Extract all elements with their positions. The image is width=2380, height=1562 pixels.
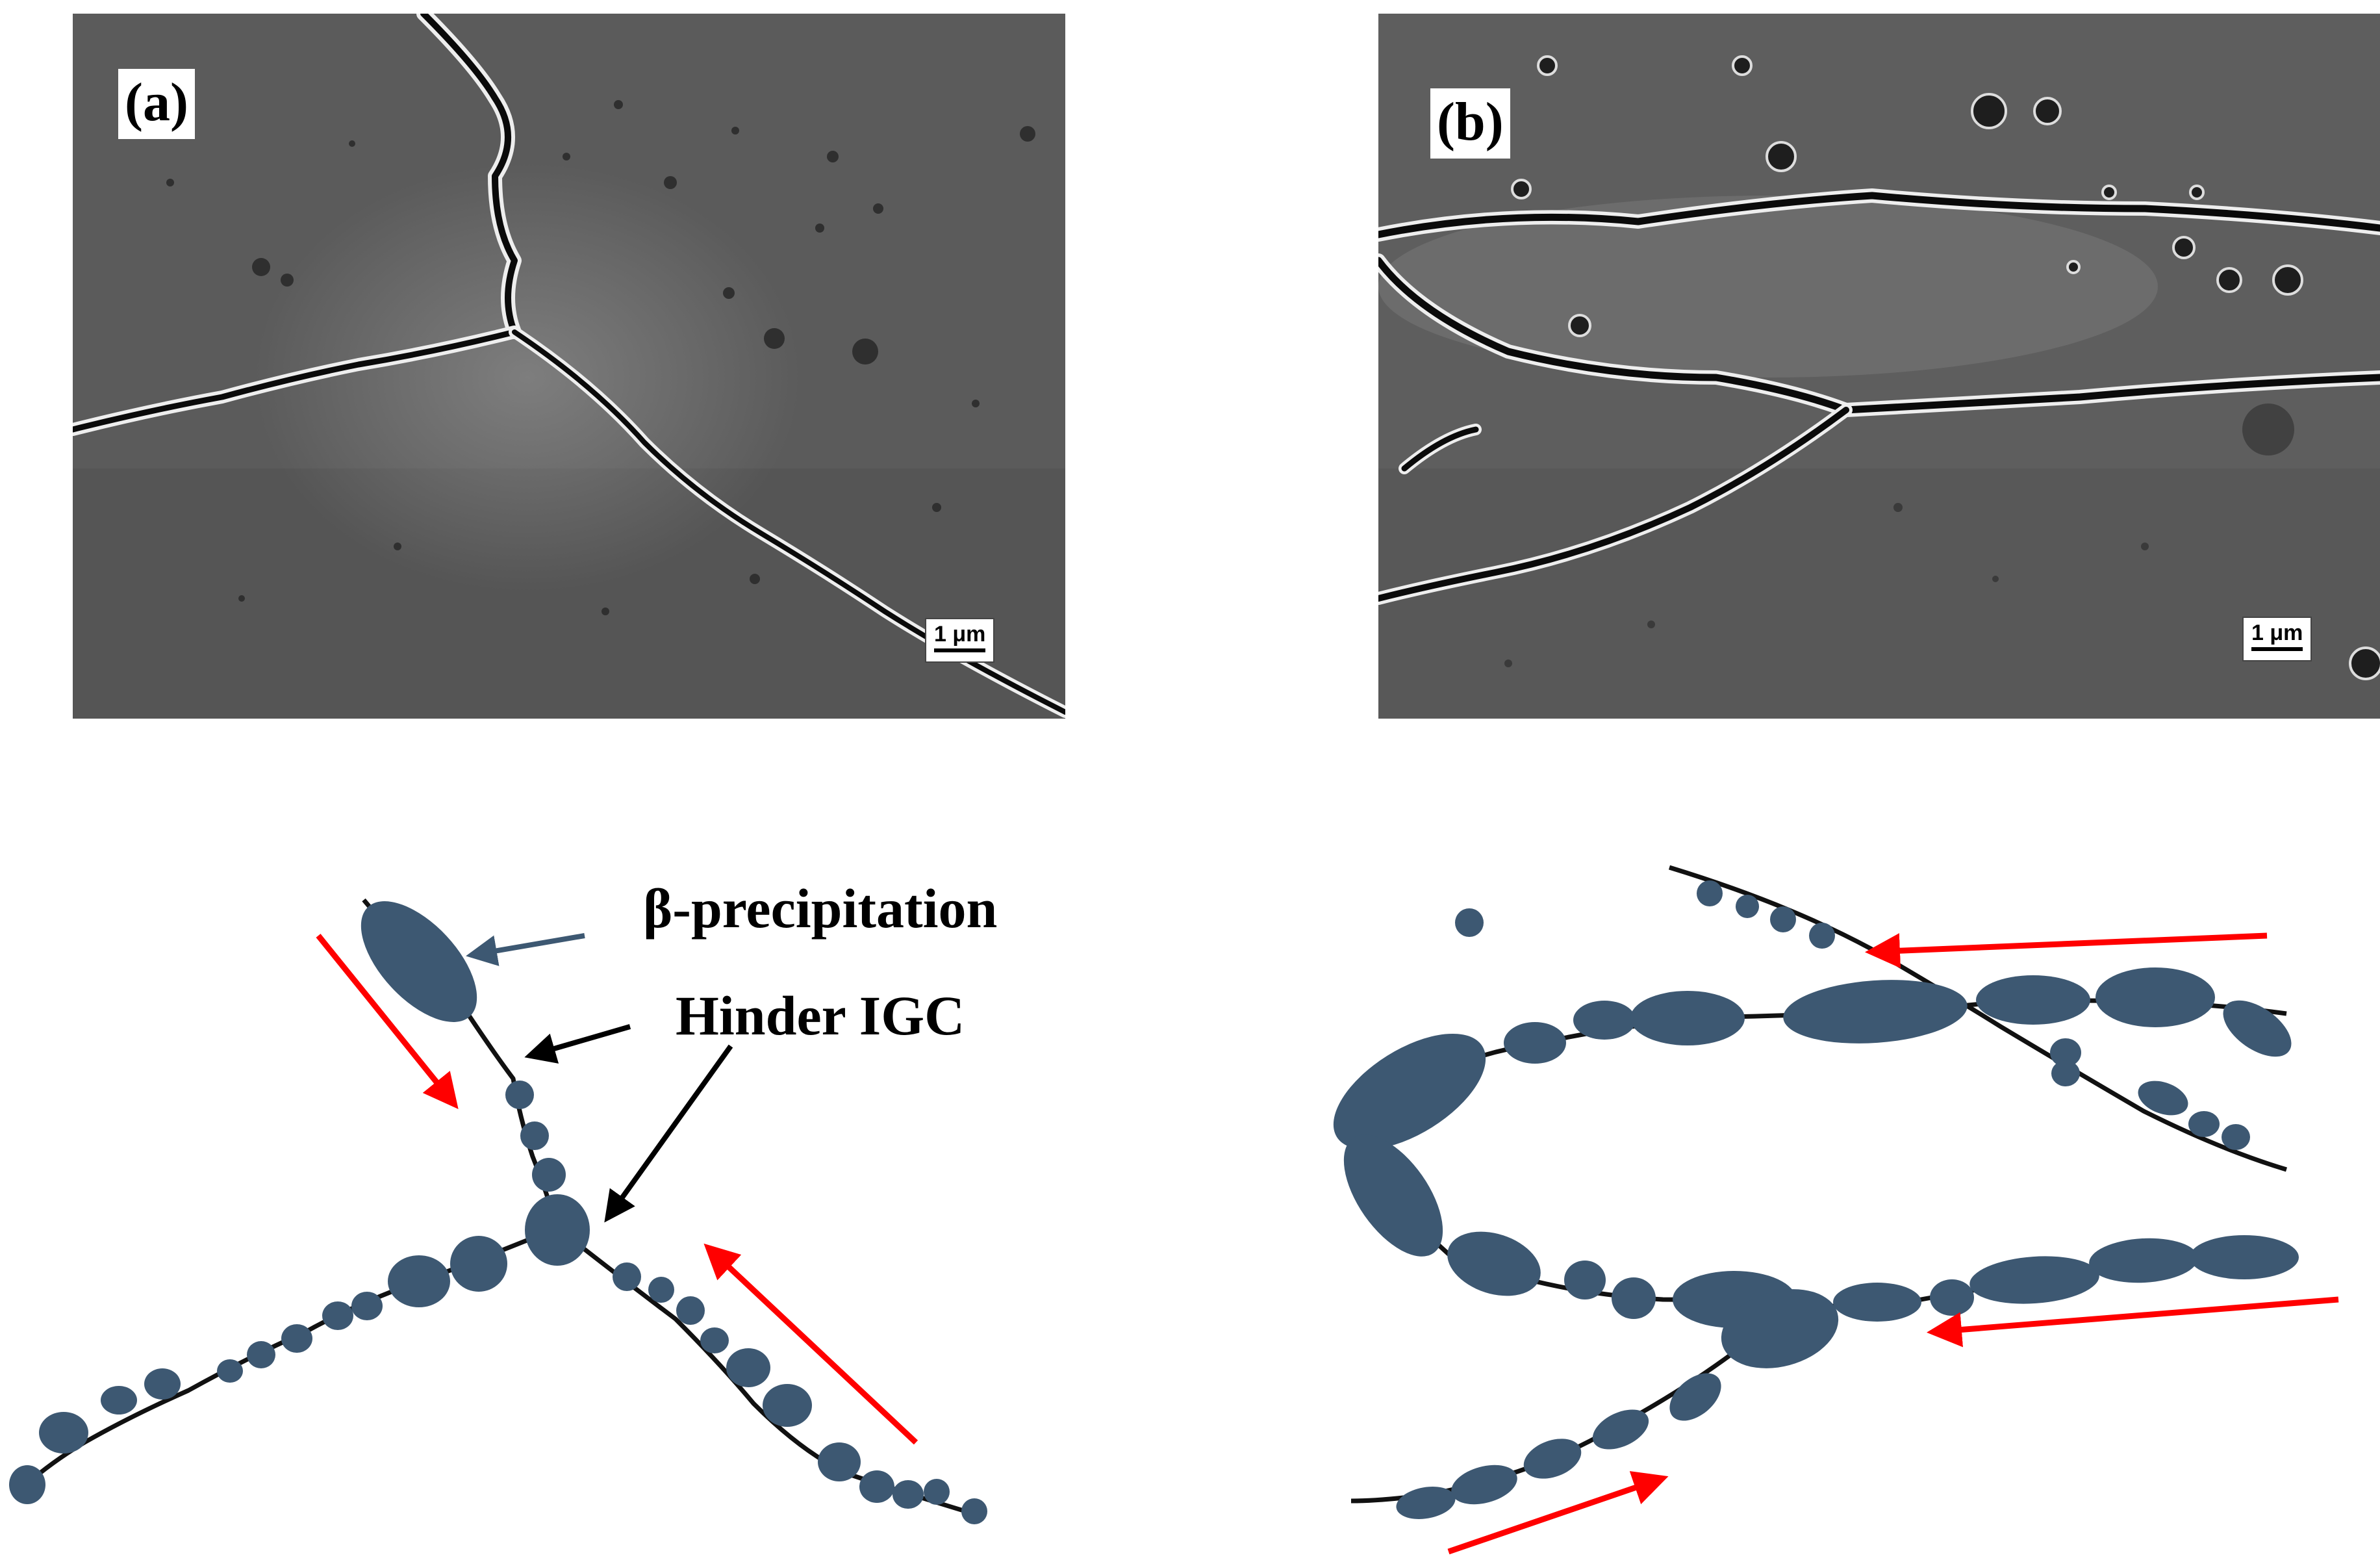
schematic-a xyxy=(9,898,987,1524)
panel-label-a: (a) xyxy=(118,69,195,139)
red-arrow-b-1 xyxy=(1865,932,2268,969)
red-arrow-a-1 xyxy=(316,934,459,1110)
arrows-a xyxy=(316,933,918,1445)
sem-micrograph-b: (b) 1 μm xyxy=(1378,14,2380,719)
scale-bar-line-b xyxy=(2251,647,2303,651)
scale-bar-a: 1 μm xyxy=(925,618,995,663)
scale-bar-text-a: 1 μm xyxy=(934,622,986,647)
precipitates-b xyxy=(1333,880,2299,1519)
hinder-pointer-arrow-1 xyxy=(524,1024,631,1064)
precipitates-a xyxy=(9,901,987,1524)
beta-precipitation-label: β-precipitation xyxy=(643,877,998,940)
red-arrow-b-3 xyxy=(1447,1471,1669,1555)
red-arrow-b-2 xyxy=(1927,1296,2339,1348)
hinder-igc-label: Hinder IGC xyxy=(676,984,965,1047)
scale-bar-b: 1 μm xyxy=(2242,617,2312,661)
arrows-b xyxy=(1447,932,2339,1555)
sem-image-b xyxy=(1378,14,2380,719)
grain-boundaries-b xyxy=(1349,865,2288,1504)
hinder-pointer-arrow-2 xyxy=(604,1044,733,1223)
precipitation-pointer-arrow xyxy=(466,933,585,966)
sem-micrograph-a: (a) 1 μm xyxy=(73,14,1065,719)
panel-label-b: (b) xyxy=(1430,88,1510,159)
red-arrow-a-2 xyxy=(703,1243,918,1445)
scale-bar-text-b: 1 μm xyxy=(2251,621,2303,645)
schematic-b xyxy=(1333,865,2339,1555)
scale-bar-line-a xyxy=(934,648,986,652)
